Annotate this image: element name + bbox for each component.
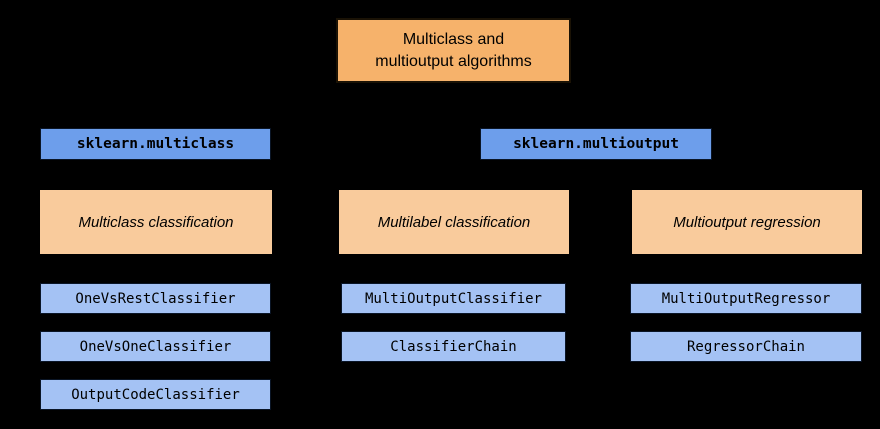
title-line-1: Multiclass and [402,30,505,48]
class-box-onevsoneclassifier: OneVsOneClassifier [40,331,271,362]
category-box-multilabel-classification: Multilabel classification [339,190,569,254]
class-box-regressorchain: RegressorChain [630,331,862,362]
title-box: Multiclass and multioutput algorithms [336,18,571,83]
class-box-classifierchain: ClassifierChain [341,331,566,362]
category-box-multiclass-classification: Multiclass classification [40,190,272,254]
title-line-2: multioutput algorithms [375,52,532,70]
class-box-multioutputclassifier: MultiOutputClassifier [341,283,566,314]
class-box-outputcodeclassifier: OutputCodeClassifier [40,379,271,410]
module-box-sklearn-multiclass: sklearn.multiclass [40,128,271,160]
class-box-onevsrestclassifier: OneVsRestClassifier [40,283,271,314]
class-box-multioutputregressor: MultiOutputRegressor [630,283,862,314]
category-box-multioutput-regression: Multioutput regression [632,190,862,254]
module-box-sklearn-multioutput: sklearn.multioutput [480,128,712,160]
